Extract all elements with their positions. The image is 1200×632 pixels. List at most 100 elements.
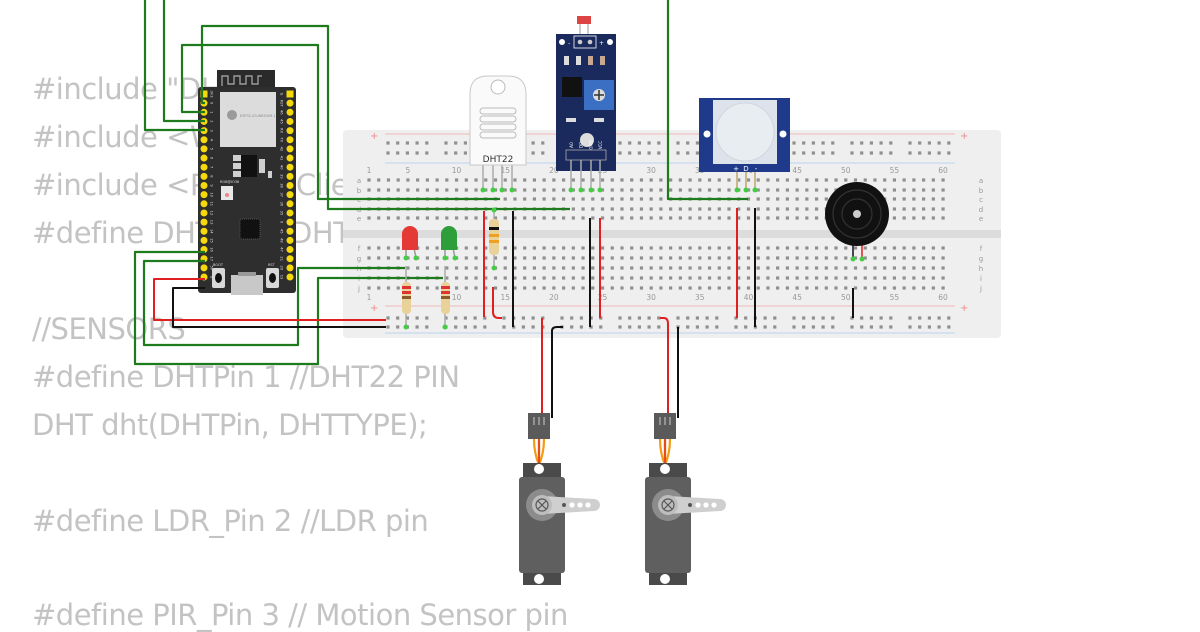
- breadboard-hole[interactable]: [630, 197, 634, 201]
- breadboard-hole[interactable]: [396, 188, 400, 192]
- breadboard-hole[interactable]: [678, 246, 682, 250]
- breadboard-hole[interactable]: [396, 178, 400, 182]
- breadboard-hole[interactable]: [659, 178, 663, 182]
- rail-hole[interactable]: [947, 141, 951, 145]
- breadboard-hole[interactable]: [669, 286, 673, 290]
- breadboard-hole[interactable]: [756, 286, 760, 290]
- rail-hole[interactable]: [850, 325, 854, 329]
- wires-power[interactable]: [153, 208, 854, 418]
- rail-hole[interactable]: [637, 316, 641, 320]
- breadboard-hole[interactable]: [912, 207, 916, 211]
- breadboard-hole[interactable]: [610, 286, 614, 290]
- rail-hole[interactable]: [869, 325, 873, 329]
- breadboard-hole[interactable]: [435, 188, 439, 192]
- breadboard-hole[interactable]: [600, 286, 605, 290]
- breadboard-hole[interactable]: [503, 178, 507, 182]
- breadboard-hole[interactable]: [513, 188, 517, 192]
- breadboard-hole[interactable]: [445, 276, 449, 280]
- breadboard-hole[interactable]: [571, 276, 575, 280]
- breadboard-hole[interactable]: [902, 207, 906, 211]
- breadboard-hole[interactable]: [717, 256, 721, 260]
- rail-hole[interactable]: [454, 151, 458, 155]
- rail-hole[interactable]: [531, 325, 535, 329]
- breadboard-hole[interactable]: [873, 286, 877, 290]
- breadboard-hole[interactable]: [669, 207, 673, 211]
- breadboard-hole[interactable]: [581, 216, 585, 220]
- breadboard-hole[interactable]: [639, 197, 644, 201]
- breadboard-hole[interactable]: [863, 266, 867, 270]
- breadboard-hole[interactable]: [776, 197, 780, 201]
- wire-dht-resistor[interactable]: [492, 287, 502, 319]
- rail-hole[interactable]: [657, 141, 661, 145]
- breadboard-hole[interactable]: [912, 266, 916, 270]
- rail-hole[interactable]: [860, 316, 864, 320]
- breadboard-hole[interactable]: [659, 266, 663, 270]
- breadboard-hole[interactable]: [746, 216, 751, 220]
- breadboard-hole[interactable]: [425, 216, 429, 220]
- breadboard-hole[interactable]: [513, 276, 517, 280]
- breadboard-hole[interactable]: [931, 216, 935, 220]
- esp32-pin[interactable]: [200, 236, 208, 244]
- breadboard-hole[interactable]: [795, 286, 799, 290]
- breadboard-hole[interactable]: [610, 276, 614, 280]
- breadboard-hole[interactable]: [562, 256, 566, 260]
- breadboard-hole[interactable]: [727, 256, 731, 260]
- breadboard-hole[interactable]: [941, 207, 945, 211]
- wire-servo1-gnd[interactable]: [551, 326, 563, 418]
- esp32-pin[interactable]: [286, 227, 294, 235]
- breadboard-hole[interactable]: [737, 256, 741, 260]
- breadboard-hole[interactable]: [707, 216, 712, 220]
- rail-hole[interactable]: [937, 151, 941, 155]
- breadboard-hole[interactable]: [620, 207, 624, 211]
- breadboard-hole[interactable]: [610, 178, 614, 182]
- rail-hole[interactable]: [396, 141, 400, 145]
- breadboard-hole[interactable]: [659, 246, 663, 250]
- breadboard-hole[interactable]: [863, 276, 867, 280]
- rail-hole[interactable]: [889, 141, 893, 145]
- esp32-pin[interactable]: [286, 154, 294, 162]
- breadboard-hole[interactable]: [707, 246, 712, 250]
- breadboard-hole[interactable]: [474, 188, 478, 192]
- rail-hole[interactable]: [908, 141, 912, 145]
- breadboard-hole[interactable]: [523, 246, 527, 250]
- esp32-pin[interactable]: [200, 154, 208, 162]
- breadboard-hole[interactable]: [581, 178, 585, 182]
- breadboard-hole[interactable]: [892, 246, 897, 250]
- rail-hole[interactable]: [850, 151, 854, 155]
- breadboard-hole[interactable]: [474, 256, 478, 260]
- breadboard-hole[interactable]: [873, 256, 877, 260]
- breadboard-hole[interactable]: [600, 276, 605, 280]
- breadboard-hole[interactable]: [883, 246, 887, 250]
- wires-green[interactable]: [133, 0, 748, 366]
- rail-hole[interactable]: [821, 141, 825, 145]
- rail-hole[interactable]: [792, 325, 796, 329]
- breadboard-hole[interactable]: [883, 256, 887, 260]
- breadboard-hole[interactable]: [591, 216, 595, 220]
- rail-hole[interactable]: [937, 316, 941, 320]
- breadboard-hole[interactable]: [912, 178, 916, 182]
- breadboard-hole[interactable]: [484, 188, 488, 192]
- rail-hole[interactable]: [657, 151, 661, 155]
- breadboard-hole[interactable]: [717, 216, 721, 220]
- esp32-pin[interactable]: [286, 163, 294, 171]
- breadboard-hole[interactable]: [873, 178, 877, 182]
- breadboard-hole[interactable]: [727, 276, 731, 280]
- breadboard-hole[interactable]: [532, 256, 537, 260]
- breadboard-hole[interactable]: [844, 276, 848, 280]
- breadboard-hole[interactable]: [600, 256, 605, 260]
- breadboard-hole[interactable]: [639, 178, 644, 182]
- breadboard-hole[interactable]: [610, 197, 614, 201]
- breadboard-hole[interactable]: [688, 286, 692, 290]
- breadboard-hole[interactable]: [532, 188, 537, 192]
- breadboard-hole[interactable]: [571, 197, 575, 201]
- breadboard-hole[interactable]: [513, 286, 517, 290]
- rail-hole[interactable]: [628, 316, 632, 320]
- breadboard-hole[interactable]: [649, 216, 653, 220]
- breadboard-hole[interactable]: [873, 276, 877, 280]
- breadboard-hole[interactable]: [367, 188, 371, 192]
- breadboard-hole[interactable]: [493, 286, 498, 290]
- rail-hole[interactable]: [947, 151, 951, 155]
- breadboard-hole[interactable]: [853, 276, 858, 280]
- breadboard-hole[interactable]: [853, 256, 858, 260]
